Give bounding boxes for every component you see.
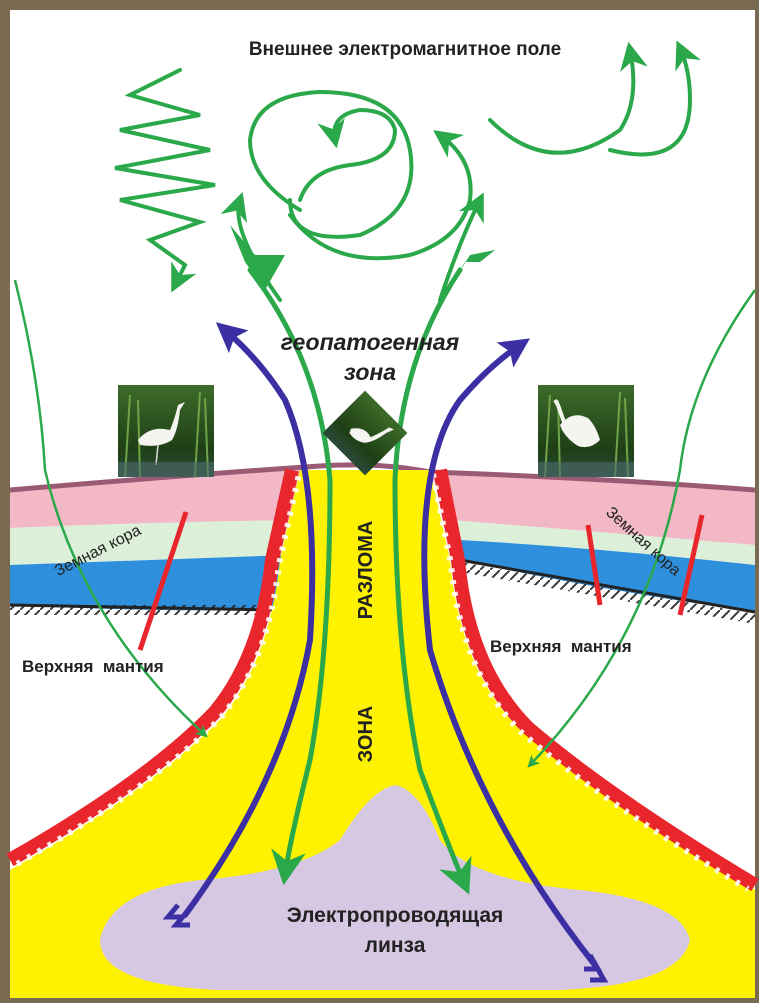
- label-lens-line2: линза: [365, 934, 426, 957]
- label-fault-word: РАЗЛОМА: [355, 521, 377, 620]
- label-outer-field: Внешнее электромагнитное поле: [249, 39, 561, 60]
- label-fault-zone-word: ЗОНА: [355, 706, 377, 763]
- heron-photo-right: [538, 385, 634, 477]
- label-upper-mantle-right: Верхняя мантия: [490, 637, 632, 656]
- label-geopathogenic: геопатогенная: [281, 329, 460, 355]
- label-zone: зона: [344, 359, 396, 385]
- label-upper-mantle-left: Верхняя мантия: [22, 657, 164, 676]
- label-lens-line1: Электропроводящая: [287, 904, 504, 927]
- heron-photo-left: [118, 385, 214, 477]
